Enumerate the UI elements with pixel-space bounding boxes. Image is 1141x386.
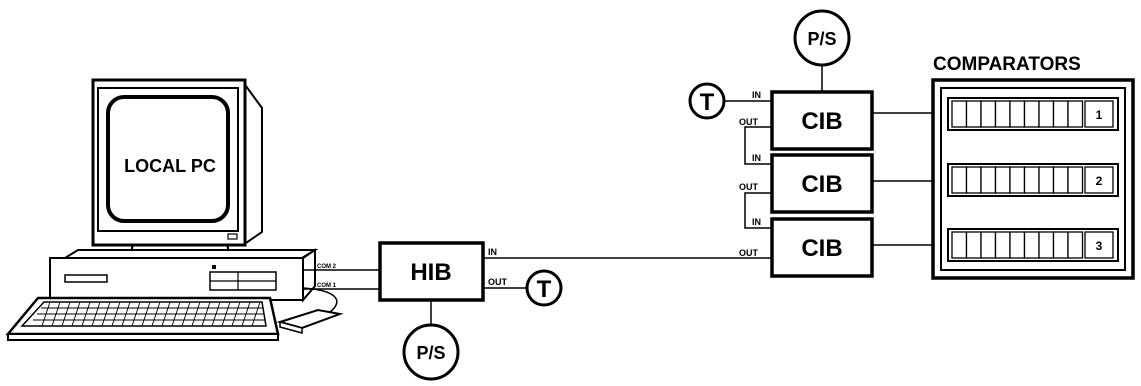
cib-label: CIB [801,108,842,135]
hib-terminator [525,269,563,307]
cib-out-label: OUT [739,248,759,258]
com2-label: COM 2 [317,264,337,270]
comparator-digit-cell [1009,231,1026,259]
hib-out-label: OUT [488,277,508,287]
comparator-digit-cell [1023,231,1040,259]
cib-out-label: OUT [739,117,759,127]
comparator-number-box [1084,231,1114,259]
comparator-digit-cell [1038,100,1055,128]
comparator-digit-cell [1009,166,1026,194]
monitor-button [227,233,238,240]
comparator-digit-cell [1067,166,1084,194]
comparator-digit-cell [1038,231,1055,259]
comparator-digit-cell [1052,100,1069,128]
cib-in-label: IN [752,90,761,100]
comparator-digit-cell [980,100,997,128]
comparator-digit-cell [965,231,982,259]
comparator-unit: 3 [947,228,1119,262]
monitor-screen [106,95,230,223]
comparator-digit-cell [1023,100,1040,128]
comparator-digit-cell [1067,100,1084,128]
cib-out-label: OUT [739,182,759,192]
comparator-digit-cell [980,231,997,259]
cib-box [770,90,874,151]
comparator-number: 3 [1096,239,1103,253]
com1-label: COM 1 [317,283,337,289]
comparator-digit-cell [994,166,1011,194]
drive-slot-left [64,274,108,283]
comparator-unit: 1 [947,97,1119,131]
comparator-unit: 2 [947,163,1119,197]
cib-power-label: P/S [807,29,836,49]
hib-label: HIB [410,259,451,286]
comparator-number: 2 [1096,174,1103,188]
power-led [212,265,216,269]
cib-unit-1: CIB IN OUT [739,90,874,151]
comparator-digit-cell [965,166,982,194]
cib-in-label: IN [752,217,761,227]
cib-unit-3: CIB IN OUT [739,217,874,278]
comparator-digit-cell [1052,231,1069,259]
comparators-title: COMPARATORS [933,54,1081,75]
comparator-digit-cell [965,100,982,128]
comparator-digit-cell [951,166,968,194]
comparator-number-box [1084,100,1114,128]
hib-power-label: P/S [416,343,445,363]
chain-wire-1-2 [744,126,772,165]
hib-in-label: IN [488,247,497,257]
comparator-digit-cell [994,100,1011,128]
comparator-number-box [1084,166,1114,194]
system-unit-side [302,248,316,303]
cib-box [770,217,874,278]
hib-terminator-label: T [537,276,552,303]
comparator-digit-cell [1067,231,1084,259]
comparator-digit-cell [1038,166,1055,194]
cib-terminator [688,82,726,120]
comparator-digit-cell [994,231,1011,259]
cib-terminator-label: T [700,89,715,116]
hib-power-supply [402,323,460,381]
cib-label: CIB [801,171,842,198]
cib-label: CIB [801,235,842,262]
comparator-digit-cell [1052,166,1069,194]
hib-unit: HIB IN OUT T P/S [378,241,563,381]
comparator-digit-cell [980,166,997,194]
keyboard-edge [7,333,279,341]
system-unit-top [61,249,319,259]
mouse-side [279,321,303,334]
cib-in-label: IN [752,153,761,163]
local-pc: LOCAL PC [5,78,344,341]
cib-unit-2: CIB IN OUT [739,153,874,214]
keyboard-key-columns [41,301,261,327]
comparator-digit-cell [951,100,968,128]
comparators-rack: COMPARATORS 1 2 3 [931,54,1135,280]
cib-box [770,153,874,214]
comparator-number: 1 [1096,108,1103,122]
cib-power-supply [793,9,851,67]
comparator-digit-cell [1023,166,1040,194]
comparator-digit-cell [1009,100,1026,128]
comparator-digit-cell [951,231,968,259]
chain-wire-2-3 [744,192,772,229]
pc-label: LOCAL PC [124,156,216,176]
